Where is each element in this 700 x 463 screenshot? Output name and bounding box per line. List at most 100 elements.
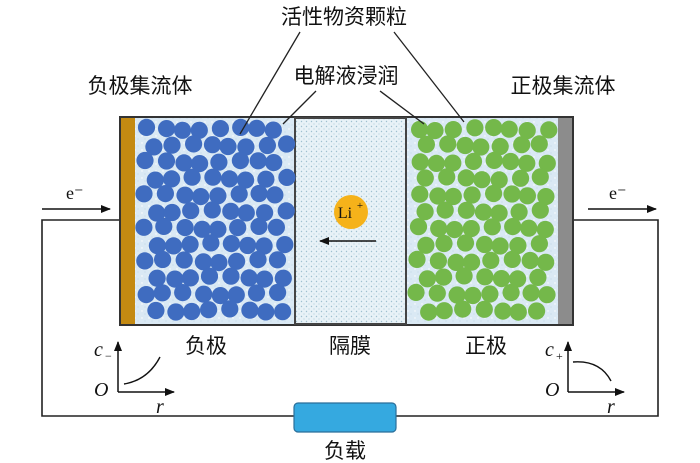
cathode-particle — [537, 188, 555, 206]
cathode-particle — [439, 135, 457, 153]
cathode-particle — [481, 285, 499, 303]
anode-particle — [250, 217, 268, 235]
anode-particle — [237, 204, 255, 222]
cathode-particle — [435, 268, 453, 286]
cathode-particle — [485, 184, 503, 203]
anode-particle — [220, 170, 239, 188]
cathode-particle — [427, 154, 445, 172]
anode-particle — [176, 219, 194, 237]
anode-particle — [249, 152, 267, 170]
anode-particle — [274, 303, 292, 321]
anode-particle — [219, 137, 237, 156]
anode-particle — [277, 202, 295, 220]
anode-particle — [137, 118, 156, 136]
left-plot-ylabel-sub: − — [105, 349, 112, 363]
anode-particle — [241, 301, 259, 319]
right-plot-ylabel-sub: + — [556, 349, 563, 363]
anode-particle — [209, 187, 227, 205]
cathode-particle — [466, 119, 484, 137]
anode-particle — [249, 251, 267, 269]
cathode-particle — [503, 250, 521, 268]
anode-particle — [135, 185, 153, 203]
anode-particle — [163, 203, 181, 222]
left-concentration-plot: c − O r — [94, 339, 175, 418]
anode-particle — [222, 202, 240, 220]
anode-particle — [231, 152, 249, 170]
anode-particle — [211, 287, 229, 305]
cathode-collector-label: 正极集流体 — [511, 74, 616, 98]
anode-particle — [222, 267, 240, 285]
cathode-particle — [447, 253, 465, 271]
anode-particle — [175, 251, 193, 269]
anode-particle — [153, 284, 171, 302]
cathode-particle — [444, 154, 462, 172]
anode-particle — [194, 253, 212, 271]
cathode-particle — [536, 220, 554, 239]
anode-particle — [210, 153, 228, 171]
cathode-particle — [490, 171, 508, 189]
anode-particle — [257, 170, 275, 188]
cathode-particle — [457, 169, 475, 187]
cathode-particle — [504, 218, 522, 236]
anode-particle — [255, 237, 273, 255]
cathode-particle — [473, 171, 491, 189]
cathode-particle — [411, 153, 429, 171]
leader-electrolyte-left — [282, 90, 317, 125]
leader-line-left — [239, 31, 301, 135]
anode-collector-label: 负极集流体 — [88, 74, 193, 98]
cathode-particle — [476, 235, 494, 254]
cathode-particle — [518, 187, 537, 205]
anode-particle — [222, 235, 240, 253]
cathode-particle — [502, 152, 520, 171]
anode-particle — [163, 170, 181, 188]
cathode-particle — [472, 138, 490, 156]
cathode-particle — [462, 220, 480, 238]
cathode-particle — [456, 136, 474, 155]
anode-particle — [154, 250, 172, 269]
anode-particle — [230, 185, 248, 203]
cathode-particle — [457, 201, 475, 219]
cathode-particle — [513, 136, 531, 154]
anode-particle — [203, 136, 222, 154]
cathode-particle — [429, 187, 447, 205]
cathode-particle — [510, 203, 528, 221]
anode-particle — [229, 219, 247, 237]
anode-particle — [239, 236, 257, 255]
anode-particle — [167, 303, 185, 321]
anode-particle — [192, 188, 210, 206]
anode-particle — [181, 269, 199, 287]
anode-particles — [135, 118, 296, 321]
cathode-particle — [503, 185, 521, 203]
li-ion-label: Li — [338, 205, 353, 222]
cathode-particle — [538, 154, 556, 172]
anode-particle — [183, 168, 201, 186]
cathode-particle — [463, 253, 481, 271]
active-particles-label: 活性物资颗粒 — [281, 5, 407, 29]
anode-particle — [146, 171, 164, 189]
anode-particle — [228, 252, 246, 270]
cathode-particle — [426, 122, 444, 140]
cathode-particle — [500, 120, 518, 138]
left-plot-curve — [123, 356, 161, 385]
anode-particle — [156, 185, 174, 203]
cathode-particle — [464, 152, 483, 170]
anode-particle — [166, 270, 184, 288]
anode-particle — [175, 154, 193, 172]
anode-particle — [274, 269, 292, 287]
cathode-particle — [417, 236, 435, 254]
right-plot-ylabel: c — [545, 339, 554, 361]
cathode-particle — [537, 253, 555, 271]
cathode-particle — [485, 151, 503, 169]
cathode-collector — [558, 118, 572, 324]
anode-particle — [174, 284, 192, 302]
cathode-particle — [456, 234, 475, 252]
cathode-particle — [494, 302, 512, 320]
cathode-particle — [483, 218, 501, 236]
anode-label: 负极 — [185, 334, 227, 358]
anode-particle — [164, 237, 183, 255]
li-ion-charge: + — [357, 200, 363, 212]
cathode-particle — [435, 234, 453, 253]
cathode-particle — [416, 203, 434, 221]
